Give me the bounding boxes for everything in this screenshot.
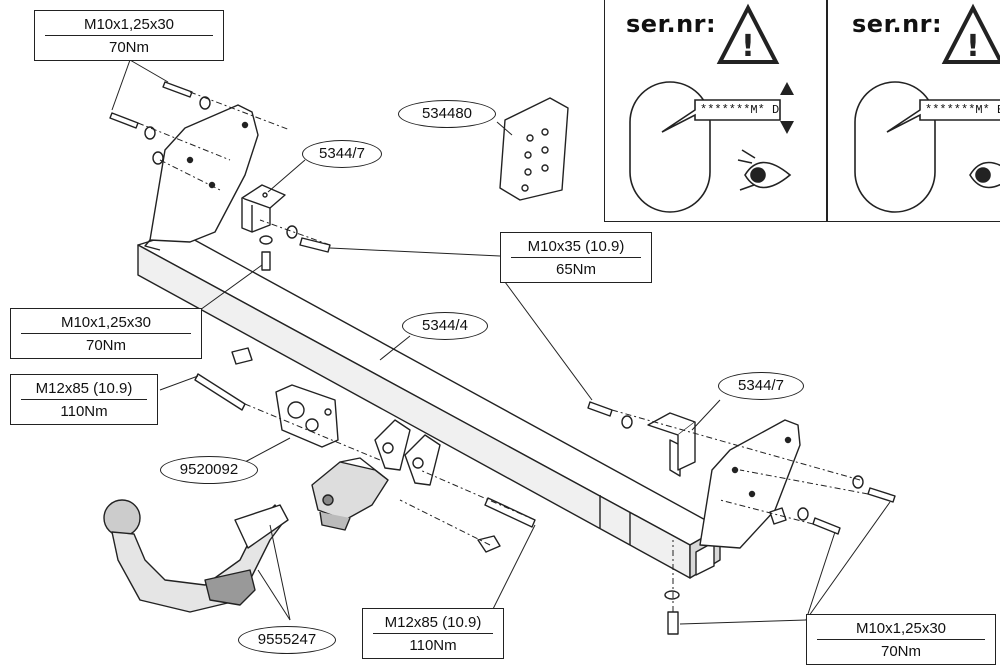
- bolt-kit-pack: [499, 97, 569, 201]
- leader-lines: [111, 59, 891, 625]
- torque-text: 70Nm: [108, 39, 149, 56]
- sernr-heading: ser.nr:: [852, 10, 943, 38]
- part-label-socket-plate: 9520092: [160, 456, 258, 484]
- spec-text: M10x35 (10.9): [511, 233, 641, 258]
- left-side-plate: [144, 104, 259, 251]
- part-label-crossbar: 5344/4: [402, 312, 488, 340]
- spec-text: M12x85 (10.9): [373, 609, 493, 634]
- mounting-lugs: [374, 419, 441, 486]
- spec-box-m12-left: M12x85 (10.9) 110Nm: [10, 374, 158, 425]
- bolts: [109, 81, 896, 635]
- spec-box-m10x35: M10x35 (10.9) 65Nm: [500, 232, 652, 283]
- spec-text: M12x85 (10.9): [21, 375, 147, 400]
- spec-text: M10x1,25x30: [817, 615, 985, 640]
- spec-text: M10x1,25x30: [21, 309, 191, 334]
- sernr-panel-2: [826, 0, 1000, 222]
- warning-triangle-icon: [941, 3, 1000, 64]
- spec-box-m12-bottom: M12x85 (10.9) 110Nm: [362, 608, 504, 659]
- warning-triangle-icon: [716, 3, 780, 64]
- spec-box-bottom-right: M10x1,25x30 70Nm: [806, 614, 996, 665]
- torque-text: 65Nm: [555, 261, 596, 278]
- torque-text: 110Nm: [60, 403, 108, 420]
- svg-text:!: !: [966, 29, 980, 64]
- part-label-towball: 9555247: [238, 626, 336, 654]
- part-label-bolt-kit: 534480: [398, 100, 496, 128]
- part-label-bracket-left: 5344/7: [302, 140, 382, 168]
- washers: [144, 96, 864, 600]
- right-side-plate: [699, 419, 801, 549]
- eye-icon: [737, 149, 792, 191]
- assembly-lines: [137, 91, 869, 612]
- torque-text: 70Nm: [880, 643, 921, 660]
- svg-text:!: !: [741, 29, 755, 64]
- clamp-block: [311, 457, 389, 531]
- tow-ball-arm: [103, 499, 289, 613]
- crossbar-beam: [137, 231, 721, 579]
- sernr-panel-art: ! !: [629, 3, 1000, 213]
- part-label-bracket-right: 5344/7: [718, 372, 804, 400]
- sernr-panel-1: [604, 0, 828, 222]
- torque-text: 70Nm: [85, 337, 126, 354]
- socket-plate: [275, 384, 339, 448]
- left-l-bracket: [241, 184, 286, 233]
- spec-box-mid-left: M10x1,25x30 70Nm: [10, 308, 202, 359]
- spec-text: M10x1,25x30: [45, 11, 213, 36]
- plate-code: *******M* E: [925, 103, 1000, 117]
- torque-text: 110Nm: [409, 637, 457, 654]
- sernr-heading: ser.nr:: [626, 10, 717, 38]
- right-l-bracket: [647, 412, 696, 477]
- eye-icon: [969, 161, 1000, 189]
- spec-box-top-left: M10x1,25x30 70Nm: [34, 10, 224, 61]
- plate-code: *******M* D: [700, 103, 780, 117]
